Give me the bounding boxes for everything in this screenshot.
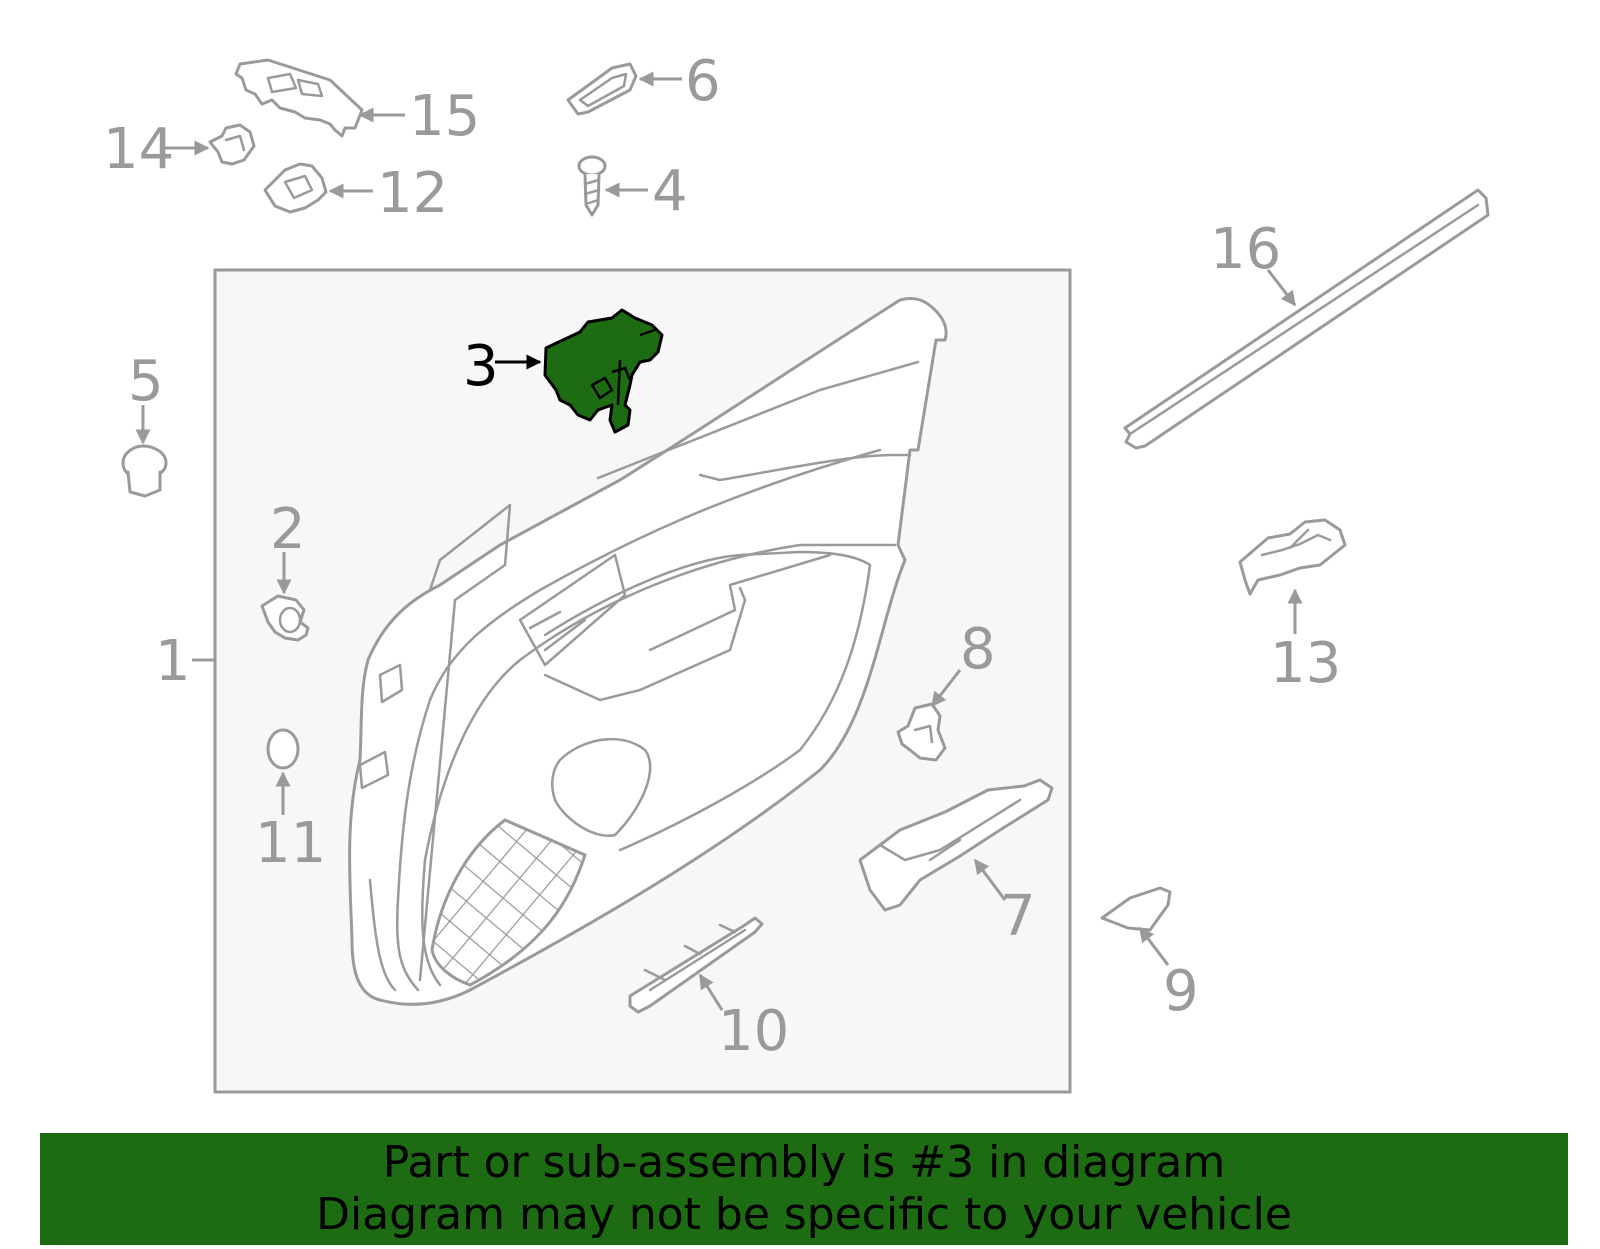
part-6-pad bbox=[566, 62, 638, 116]
callout-3[interactable]: 3 bbox=[463, 334, 499, 399]
part-7-trim bbox=[858, 778, 1054, 912]
part-11-grommet bbox=[266, 728, 300, 770]
part-2-clip bbox=[260, 594, 310, 642]
part-15-bezel bbox=[234, 58, 364, 138]
callout-15: 15 bbox=[409, 84, 480, 149]
callout-1: 1 bbox=[155, 629, 191, 694]
callout-7: 7 bbox=[1000, 884, 1036, 949]
part-14-clip bbox=[208, 123, 256, 166]
callout-8: 8 bbox=[960, 617, 996, 682]
part-12-switch bbox=[263, 162, 328, 214]
banner-line-1: Part or sub-assembly is #3 in diagram bbox=[382, 1137, 1226, 1188]
part-10-rail bbox=[628, 916, 764, 1014]
part-13-switch bbox=[1238, 518, 1347, 596]
part-3-bracket-highlighted[interactable] bbox=[543, 308, 664, 434]
callout-13: 13 bbox=[1270, 631, 1341, 696]
callout-6: 6 bbox=[685, 49, 721, 114]
door-trim-panel bbox=[348, 296, 948, 1006]
callout-14: 14 bbox=[103, 117, 174, 182]
callout-11: 11 bbox=[255, 811, 326, 876]
banner-line-2: Diagram may not be specific to your vehi… bbox=[316, 1189, 1292, 1240]
info-banner: Part or sub-assembly is #3 in diagram Di… bbox=[40, 1133, 1568, 1245]
callout-10: 10 bbox=[718, 999, 789, 1064]
callout-4: 4 bbox=[652, 159, 688, 224]
part-5-nut bbox=[121, 444, 168, 498]
callout-5: 5 bbox=[128, 349, 164, 414]
callout-16: 16 bbox=[1210, 217, 1281, 282]
callout-9: 9 bbox=[1163, 959, 1199, 1024]
part-9-cover bbox=[1100, 886, 1172, 932]
callout-2: 2 bbox=[270, 497, 306, 562]
part-8-bracket bbox=[896, 702, 947, 762]
part-16-weatherstrip bbox=[1123, 188, 1490, 450]
part-4-screw bbox=[577, 155, 607, 217]
callout-12: 12 bbox=[377, 161, 448, 226]
